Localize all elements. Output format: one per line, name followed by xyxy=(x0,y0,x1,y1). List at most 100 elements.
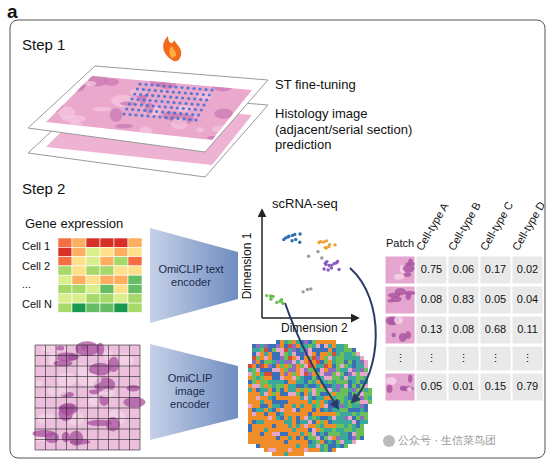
spot-pixel xyxy=(264,360,268,364)
spot-pixel xyxy=(256,372,260,376)
spot-pixel xyxy=(248,404,252,408)
spot-dot xyxy=(178,101,181,104)
spot-pixel xyxy=(248,372,252,376)
spot-dot xyxy=(185,112,188,115)
spot-pixel xyxy=(260,384,264,388)
spot-pixel xyxy=(296,400,300,404)
spot-pixel xyxy=(248,388,252,392)
spot-pixel xyxy=(352,440,356,444)
spot-dot xyxy=(145,93,148,96)
spot-pixel xyxy=(280,388,284,392)
spot-dot xyxy=(139,93,142,96)
spot-pixel xyxy=(288,444,292,448)
spot-pixel xyxy=(280,344,284,348)
spot-pixel xyxy=(256,364,260,368)
spot-pixel xyxy=(344,356,348,360)
spot-pixel xyxy=(268,436,272,440)
patch-texture xyxy=(404,272,411,277)
spot-pixel xyxy=(288,396,292,400)
spot-pixel xyxy=(292,412,296,416)
heatmap-cell xyxy=(100,257,114,266)
spot-pixel xyxy=(292,448,296,452)
spot-pixel xyxy=(364,404,368,408)
spot-pixel xyxy=(352,384,356,388)
tissue-blob xyxy=(92,107,111,112)
spot-pixel xyxy=(348,388,352,392)
spot-pixel xyxy=(288,448,292,452)
spot-dot xyxy=(204,88,207,91)
spot-pixel xyxy=(264,448,268,452)
spot-pixel xyxy=(340,356,344,360)
spot-dot xyxy=(184,91,187,94)
spot-pixel xyxy=(324,404,328,408)
spot-pixel xyxy=(328,440,332,444)
spot-pixel xyxy=(268,356,272,360)
tissue-blob xyxy=(47,385,69,396)
spot-pixel xyxy=(288,392,292,396)
spot-dot xyxy=(134,113,137,116)
spot-pixel xyxy=(344,412,348,416)
cell-point xyxy=(294,238,297,241)
spot-pixel xyxy=(284,344,288,348)
spot-pixel xyxy=(280,428,284,432)
spot-pixel xyxy=(320,356,324,360)
table-cell-bg xyxy=(512,316,543,344)
heatmap-cell xyxy=(86,285,100,294)
spatial-map xyxy=(248,340,372,456)
spot-pixel xyxy=(280,420,284,424)
tissue-blob xyxy=(61,77,80,86)
spot-pixel xyxy=(352,432,356,436)
spot-pixel xyxy=(288,420,292,424)
spot-pixel xyxy=(272,432,276,436)
spot-pixel xyxy=(328,412,332,416)
tissue-front xyxy=(46,76,252,140)
spot-pixel xyxy=(248,432,252,436)
spot-pixel xyxy=(328,360,332,364)
spot-pixel xyxy=(276,348,280,352)
spot-pixel xyxy=(272,356,276,360)
encoder-trapezoid: OmiCLIP text encoder xyxy=(150,228,238,323)
spot-pixel xyxy=(332,440,336,444)
spot-pixel xyxy=(264,348,268,352)
spot-pixel xyxy=(304,364,308,368)
spot-pixel xyxy=(284,352,288,356)
spot-dot xyxy=(168,85,171,88)
spot-pixel xyxy=(356,408,360,412)
spot-pixel xyxy=(280,364,284,368)
spot-pixel xyxy=(268,388,272,392)
spot-pixel xyxy=(264,384,268,388)
spot-pixel xyxy=(272,416,276,420)
spot-pixel xyxy=(260,376,264,380)
spot-pixel xyxy=(308,396,312,400)
spot-pixel xyxy=(344,364,348,368)
spot-pixel xyxy=(300,360,304,364)
spot-dot xyxy=(198,87,201,90)
spot-pixel xyxy=(364,396,368,400)
spot-pixel xyxy=(352,356,356,360)
spot-pixel xyxy=(252,400,256,404)
encoder-label: OmiCLIP text encoder xyxy=(156,262,226,288)
spot-dot xyxy=(133,92,136,95)
heatmap-cell xyxy=(58,247,72,256)
patch-texture xyxy=(388,299,394,303)
spot-dot xyxy=(174,85,177,88)
spot-pixel xyxy=(316,408,320,412)
spot-pixel xyxy=(248,408,252,412)
table-cell: 0.17 xyxy=(485,263,506,276)
spot-pixel xyxy=(336,412,340,416)
spot-dot xyxy=(188,107,191,110)
spot-pixel xyxy=(300,444,304,448)
spot-pixel xyxy=(260,344,264,348)
curved-arrow xyxy=(285,303,338,408)
spot-pixel xyxy=(260,432,264,436)
cell-point xyxy=(322,240,325,243)
spot-pixel xyxy=(320,428,324,432)
spot-pixel xyxy=(324,340,328,344)
spot-pixel xyxy=(360,376,364,380)
spot-pixel xyxy=(324,396,328,400)
spot-pixel xyxy=(296,384,300,388)
patch-texture xyxy=(386,377,397,385)
spot-pixel xyxy=(304,420,308,424)
spot-pixel xyxy=(312,380,316,384)
annotation: Histology image (adjacent/serial section… xyxy=(275,106,443,153)
